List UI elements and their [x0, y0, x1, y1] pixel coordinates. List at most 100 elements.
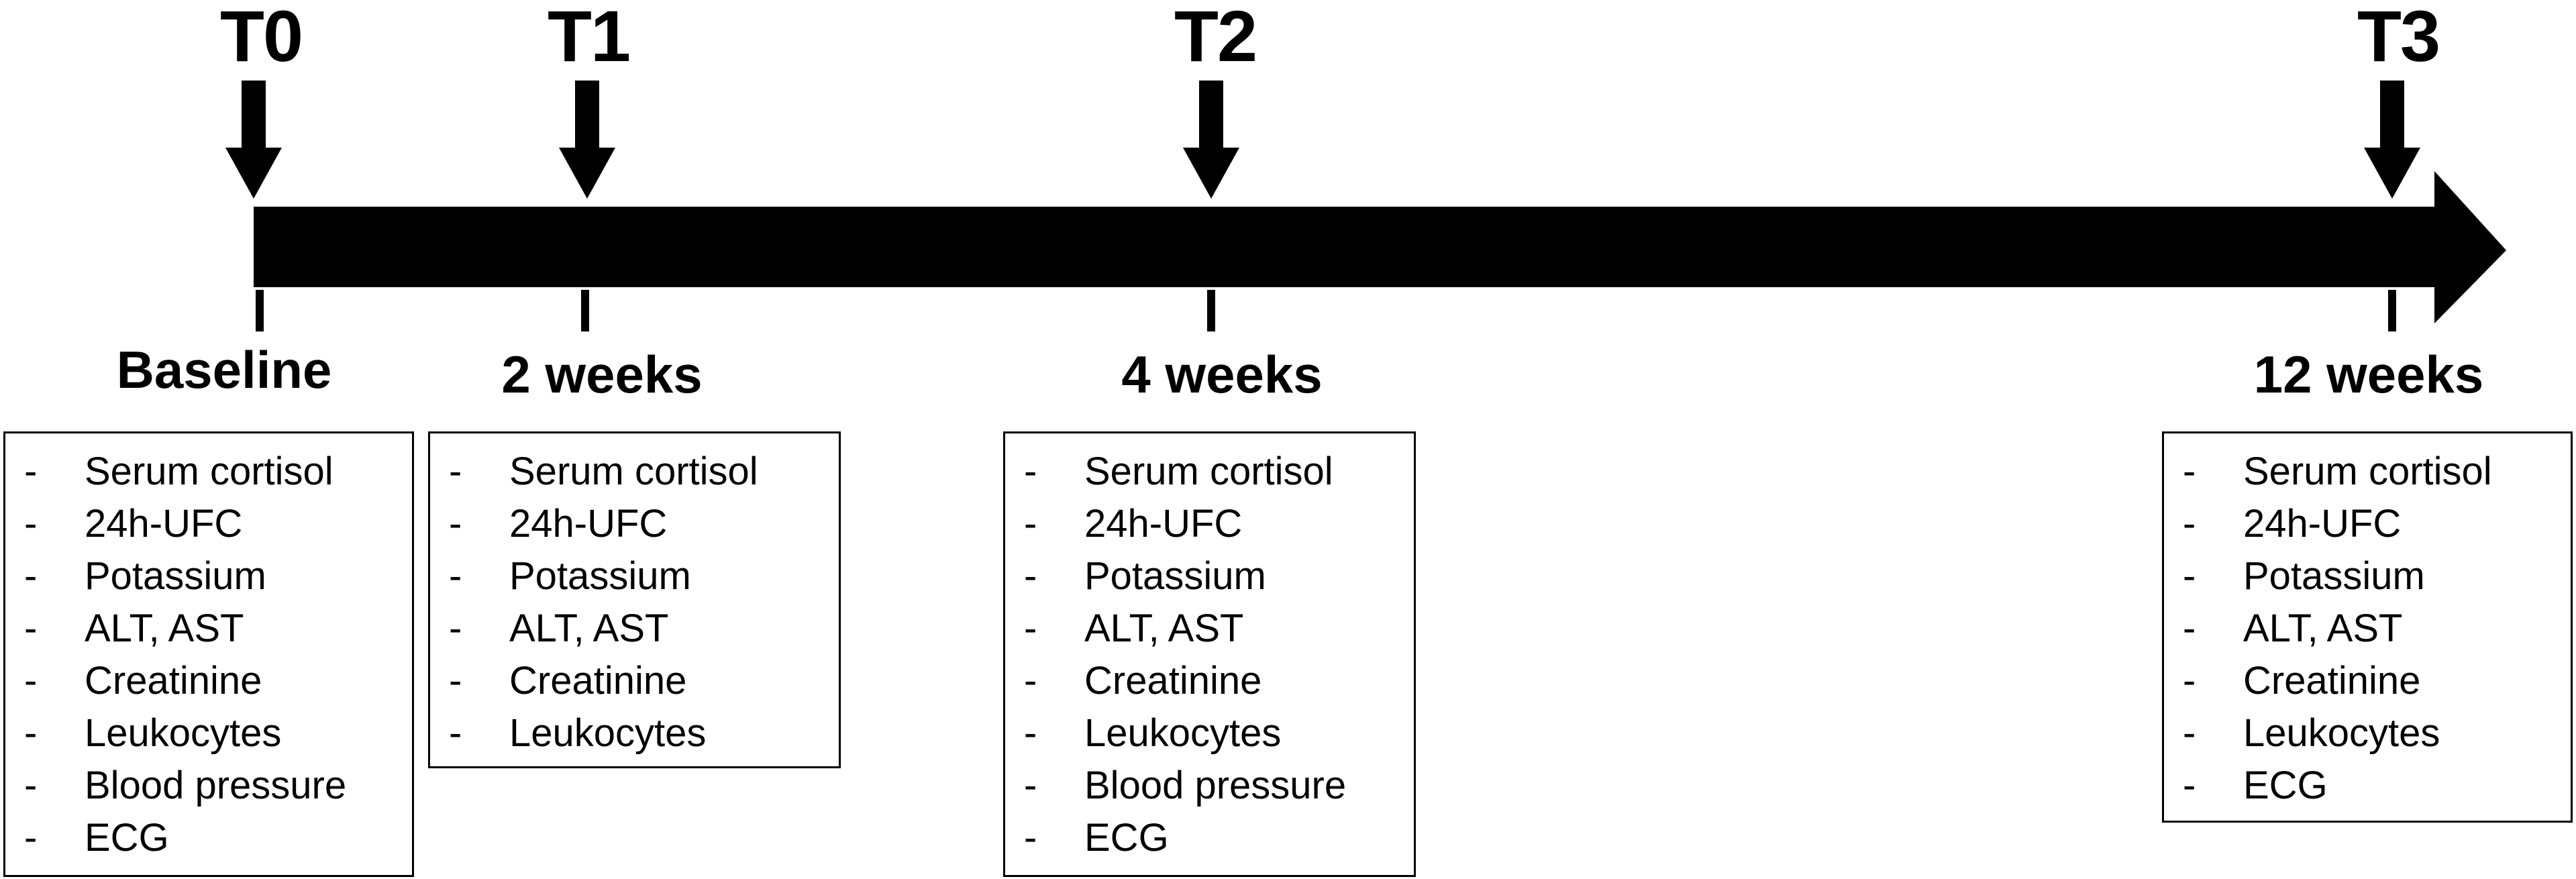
parameter-label: 24h-UFC: [2243, 502, 2402, 546]
list-dash: -: [24, 764, 38, 807]
list-dash: -: [2183, 554, 2196, 598]
parameter-item: -Creatinine: [5, 655, 412, 707]
tick-mark-t2: [1207, 290, 1215, 331]
parameter-label: Serum cortisol: [1084, 450, 1333, 493]
timepoint-label-t3: T3: [2357, 0, 2440, 76]
parameter-label: Potassium: [1084, 554, 1266, 598]
timepoint-markers: [225, 81, 2420, 331]
parameter-box-t0: -Serum cortisol-24h-UFC-Potassium-ALT, A…: [3, 431, 414, 877]
down-arrow-t0: [225, 81, 282, 199]
down-arrow-t1: [559, 81, 615, 199]
parameter-item: - Potassium: [1005, 550, 1414, 603]
list-dash: -: [2183, 607, 2196, 650]
down-arrow-t3: [2364, 81, 2420, 199]
timeline-arrow: [254, 171, 2506, 323]
list-dash: -: [1024, 554, 1037, 598]
list-dash: -: [1024, 711, 1037, 755]
list-dash: -: [1024, 502, 1037, 546]
parameter-list-t3: - Serum cortisol - 24h-UFC - Potassium - ALT, A…: [2164, 433, 2571, 812]
parameter-list-t0: -Serum cortisol-24h-UFC-Potassium-ALT, A…: [5, 433, 412, 864]
list-dash: -: [1024, 659, 1037, 703]
parameter-label: ALT, AST: [1084, 607, 1244, 650]
parameter-item: - Blood pressure: [5, 760, 412, 812]
list-dash: -: [2183, 711, 2196, 755]
timepoint-label-t1: T1: [547, 0, 631, 76]
list-dash: -: [449, 502, 462, 546]
list-dash: -: [24, 554, 38, 598]
time-label-12-weeks: 12 weeks: [2253, 345, 2484, 404]
parameter-label: Creatinine: [1084, 659, 1262, 703]
list-dash: -: [1024, 607, 1037, 650]
list-dash: -: [449, 554, 462, 598]
parameter-item: - Leukocytes: [430, 707, 839, 760]
parameter-label: Blood pressure: [1084, 764, 1347, 807]
list-dash: -: [24, 502, 38, 546]
list-dash: -: [449, 450, 462, 493]
parameter-label: Blood pressure: [85, 764, 347, 807]
parameter-item: - ECG: [2164, 760, 2571, 812]
parameter-label: Serum cortisol: [2243, 450, 2492, 493]
list-dash: -: [24, 816, 38, 860]
parameter-item: - 24h-UFC: [430, 498, 839, 550]
parameter-item: - ALT, AST: [430, 603, 839, 655]
parameter-item: - Creatinine: [1005, 655, 1414, 707]
parameter-item: - Leukocytes: [2164, 707, 2571, 760]
list-dash: -: [449, 607, 462, 650]
parameter-label: Leukocytes: [509, 711, 707, 755]
list-dash: -: [2183, 659, 2196, 703]
down-arrow-t2: [1183, 81, 1239, 199]
parameter-box-t3: - Serum cortisol - 24h-UFC - Potassium - ALT, A…: [2162, 431, 2573, 823]
parameter-label: ALT, AST: [85, 607, 244, 650]
parameter-box-t1: -Serum cortisol-24h-UFC-Potassium-ALT, A…: [428, 431, 841, 768]
parameter-label: ALT, AST: [509, 607, 669, 650]
parameter-box-t2: - Serum cortisol - 24h-UFC - Potassium - ALT, A…: [1003, 431, 1416, 877]
list-dash: -: [1024, 450, 1037, 493]
parameter-item: - Leukocytes: [5, 707, 412, 760]
parameter-label: ECG: [85, 816, 169, 860]
parameter-label: Potassium: [509, 554, 691, 598]
parameter-item: - ALT, AST: [2164, 603, 2571, 655]
parameter-item: - Serum cortisol: [1005, 446, 1414, 498]
tick-mark-t3: [2388, 290, 2396, 331]
parameter-item: - Potassium: [5, 550, 412, 603]
list-dash: -: [24, 711, 38, 755]
parameter-list-t2: - Serum cortisol - 24h-UFC - Potassium - ALT, A…: [1005, 433, 1414, 864]
tick-mark-t0: [256, 290, 264, 331]
parameter-label: Leukocytes: [2243, 711, 2440, 755]
list-dash: -: [24, 450, 38, 493]
parameter-item: - ALT, AST: [5, 603, 412, 655]
parameter-item: - ECG: [5, 812, 412, 864]
parameter-label: 24h-UFC: [1084, 502, 1243, 546]
parameter-item: -Blood pressure: [1005, 760, 1414, 812]
parameter-label: Creatinine: [85, 659, 262, 703]
parameter-label: ALT, AST: [2243, 607, 2403, 650]
parameter-list-t1: -Serum cortisol-24h-UFC-Potassium-ALT, A…: [430, 433, 839, 760]
parameter-label: 24h-UFC: [509, 502, 668, 546]
list-dash: -: [449, 659, 462, 703]
time-label-baseline: Baseline: [116, 340, 332, 399]
parameter-item: - 24h-UFC: [2164, 498, 2571, 550]
list-dash: -: [24, 607, 38, 650]
parameter-item: -24h-UFC: [5, 498, 412, 550]
timepoint-label-t2: T2: [1174, 0, 1257, 76]
list-dash: -: [2183, 450, 2196, 493]
parameter-label: ECG: [2243, 764, 2328, 807]
parameter-label: Potassium: [2243, 554, 2425, 598]
time-label-4-weeks: 4 weeks: [1121, 345, 1323, 404]
parameter-label: Serum cortisol: [85, 450, 333, 493]
parameter-label: Leukocytes: [1084, 711, 1282, 755]
parameter-label: Creatinine: [509, 659, 687, 703]
list-dash: -: [449, 711, 462, 755]
list-dash: -: [2183, 764, 2196, 807]
parameter-item: - Potassium: [430, 550, 839, 603]
parameter-item: - Leukocytes: [1005, 707, 1414, 760]
parameter-item: -Serum cortisol: [430, 446, 839, 498]
list-dash: -: [2183, 502, 2196, 546]
parameter-label: Leukocytes: [85, 711, 282, 755]
parameter-item: - Potassium: [2164, 550, 2571, 603]
parameter-item: - 24h-UFC: [1005, 498, 1414, 550]
parameter-label: Potassium: [85, 554, 266, 598]
parameter-label: ECG: [1084, 816, 1169, 860]
parameter-item: - ALT, AST: [1005, 603, 1414, 655]
